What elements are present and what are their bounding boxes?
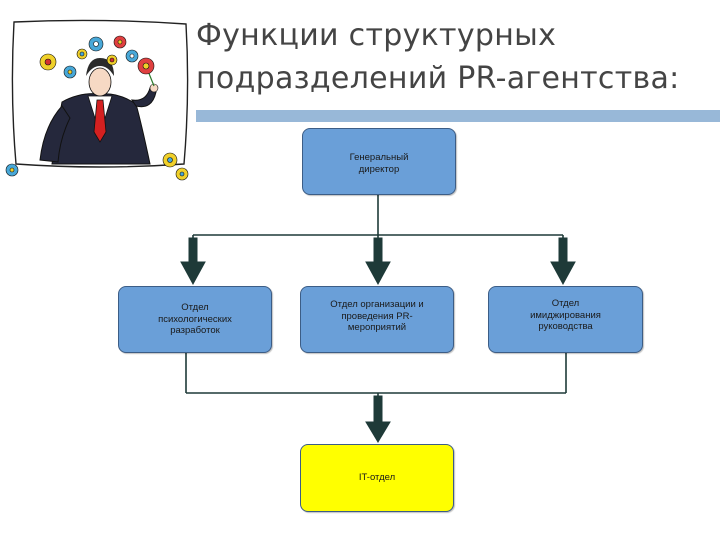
box-dept-psychology: Отдел психологических разработок: [118, 286, 272, 353]
title-underline: [196, 110, 720, 122]
box-dept-image-label: Отдел имиджирования руководства: [530, 298, 601, 332]
arrow-head-center: [365, 261, 391, 286]
box-general-director: Генеральный директор: [302, 128, 456, 195]
arrow-head-left: [180, 261, 206, 286]
arrow-shaft-it: [373, 395, 383, 423]
arrow-shaft-left: [188, 237, 198, 263]
box-general-director-label: Генеральный директор: [349, 152, 409, 175]
arrow-head-it: [365, 421, 391, 443]
box-dept-image: Отдел имиджирования руководства: [488, 286, 643, 353]
box-dept-pr-events: Отдел организации и проведения PR- мероп…: [300, 286, 454, 353]
arrow-head-right: [550, 261, 576, 286]
box-it-department: IT-отдел: [300, 444, 454, 512]
businesswoman-clipart: [5, 19, 189, 181]
arrow-shaft-right: [558, 237, 568, 263]
box-it-department-label: IT-отдел: [358, 472, 396, 484]
box-dept-pr-events-label: Отдел организации и проведения PR- мероп…: [330, 299, 424, 333]
slide-title-line-2: подразделений PR-агентства:: [196, 61, 680, 96]
arrow-shaft-center: [373, 237, 383, 263]
slide-title-line-1: Функции структурных: [196, 18, 557, 53]
box-dept-psychology-label: Отдел психологических разработок: [158, 302, 232, 337]
slide-title: Функции структурных подразделений PR-аге…: [196, 14, 706, 100]
